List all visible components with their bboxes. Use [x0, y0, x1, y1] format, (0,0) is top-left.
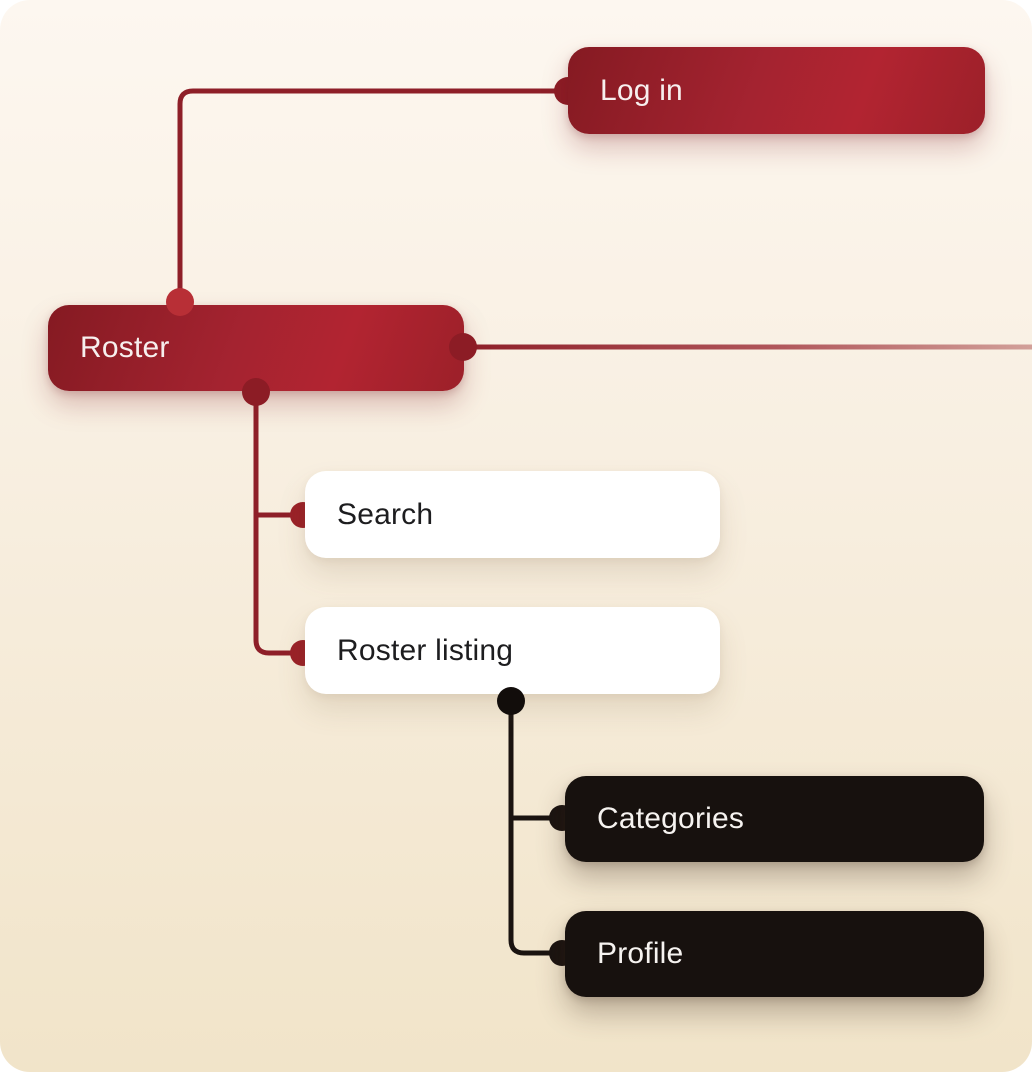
node-roster-listing-label: Roster listing [337, 633, 514, 667]
node-search[interactable]: Search [305, 471, 720, 558]
node-profile[interactable]: Profile [565, 911, 984, 997]
node-categories-label: Categories [597, 802, 745, 835]
node-categories[interactable]: Categories [565, 776, 984, 862]
node-profile-label: Profile [597, 937, 684, 970]
node-search-label: Search [337, 497, 434, 531]
edge-roster-to-login [177, 88, 568, 304]
node-login[interactable]: Log in [568, 47, 985, 134]
node-roster[interactable]: Roster [48, 305, 464, 391]
node-login-label: Log in [600, 73, 683, 107]
node-roster-label: Roster [80, 331, 170, 364]
node-roster-listing[interactable]: Roster listing [305, 607, 720, 694]
